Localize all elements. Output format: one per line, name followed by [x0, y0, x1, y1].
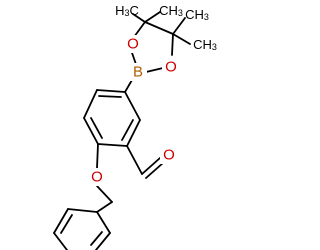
bond-o2-b	[145, 67, 164, 73]
bond-c2-me4	[172, 33, 191, 45]
oxygen-ring-top-label-bg	[124, 35, 142, 53]
methyl-label-4: CH3	[193, 37, 217, 53]
ring1-bond-6	[124, 91, 141, 121]
methyl-label-1: H3C	[115, 3, 139, 19]
benzyloxy-linkage	[96, 143, 113, 213]
ring2-bond-3	[53, 232, 68, 250]
oxygen-ring-top-label: O	[127, 36, 139, 53]
bond-c2-o2	[171, 33, 174, 56]
oxygen-ring-right-label: O	[165, 59, 177, 76]
methyl-bonds	[132, 11, 191, 45]
ring1-bond-4	[97, 143, 128, 147]
oxygen-ether-label: O	[91, 169, 103, 186]
bond-ring-o	[96, 143, 99, 169]
oxygen-ring-right-label-bg	[162, 58, 180, 76]
aldehyde-group	[126, 145, 164, 179]
bond-c2-me3	[172, 17, 186, 35]
oxygen-aldehyde-label: O	[163, 147, 175, 164]
boron-label-bg	[129, 63, 147, 81]
methyl-label-3: CH3	[185, 7, 209, 23]
molecule-diagram: B O O O O H3C CH3 CH3 CH3	[53, 3, 217, 250]
bond-b-ring	[124, 79, 133, 93]
ring1-bond-1-inner	[98, 95, 122, 98]
ring2-bond-2-inner	[60, 214, 73, 234]
ring2-bond-4-inner	[90, 231, 103, 246]
bond-c-o-double-2	[145, 162, 164, 179]
bond-c-o-double-1	[141, 157, 161, 175]
structure-svg: B O O O O H3C CH3 CH3 CH3	[53, 3, 217, 250]
bond-ring-cho	[126, 145, 143, 175]
ring1-bond-5-inner	[121, 119, 134, 141]
ring2-bond-1	[67, 208, 98, 213]
ring1-bond-3	[83, 117, 99, 145]
ring2-bond-4	[95, 232, 111, 250]
ring1-bond-5	[126, 119, 141, 147]
ring1-bond-1	[96, 89, 126, 93]
central-benzene-ring	[83, 89, 141, 147]
ring1-bond-2	[83, 89, 98, 119]
ring2-bond-5	[96, 211, 111, 234]
oxygen-ether-label-bg	[88, 168, 106, 186]
methyl-label-2: CH3	[159, 3, 183, 19]
bond-c1-me1	[132, 13, 146, 23]
ring1-bond-3-inner	[90, 117, 103, 139]
bond-c1-c2	[144, 21, 174, 35]
pinacol-ring	[130, 21, 174, 73]
bond-ch2-ph	[96, 201, 113, 213]
phenyl-ring	[53, 208, 111, 250]
bond-o1-c1	[133, 21, 146, 38]
bond-o-ch2	[96, 185, 113, 203]
bond-c1-me2	[144, 11, 161, 23]
boron-label: B	[133, 64, 143, 81]
oxygen-aldehyde-label-bg	[160, 146, 178, 164]
ring2-bond-2	[53, 208, 69, 234]
